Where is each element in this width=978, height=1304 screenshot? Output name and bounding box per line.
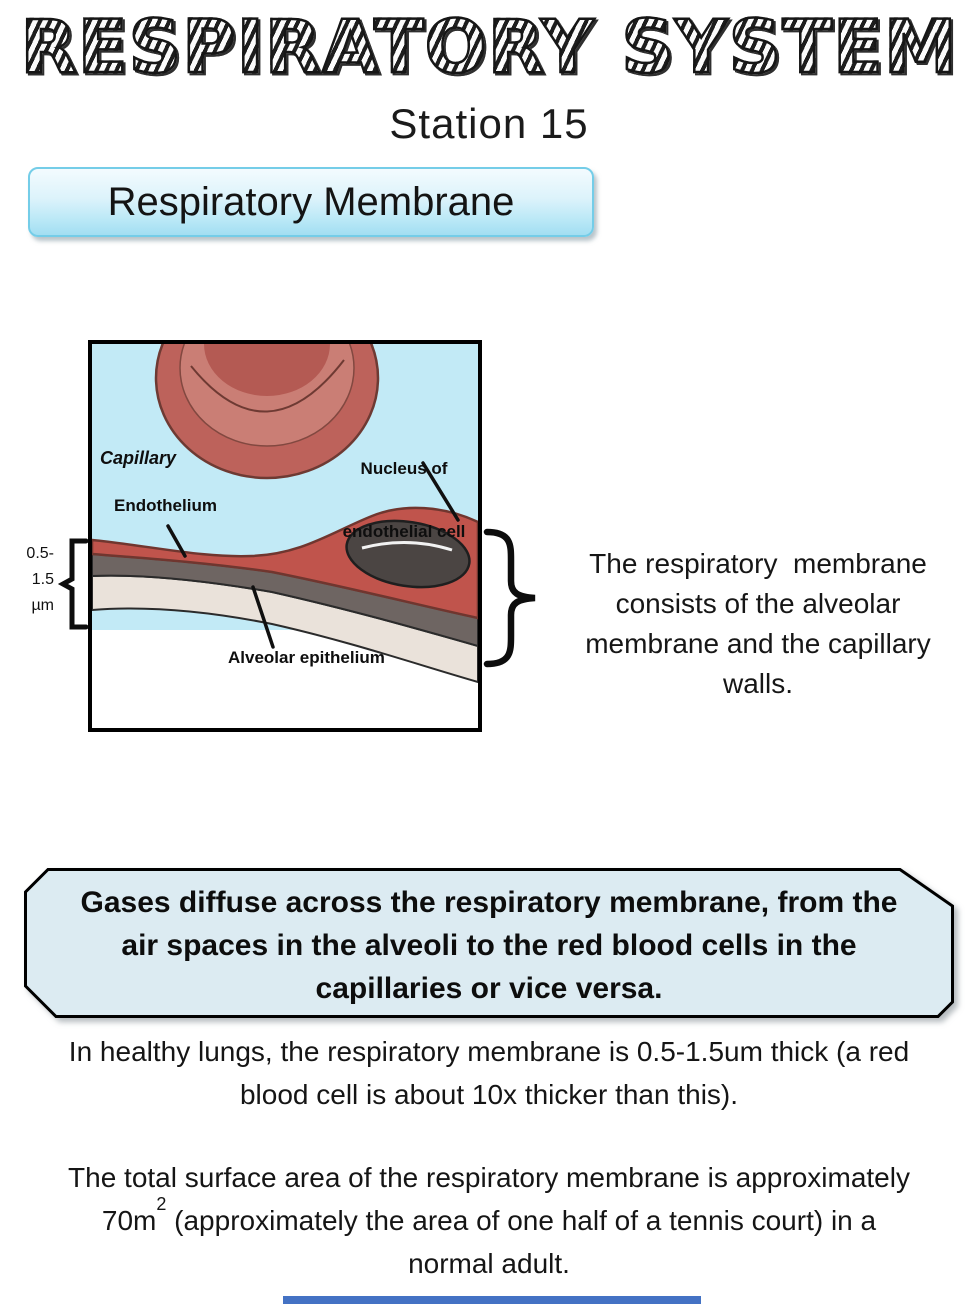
area-exponent: 2 bbox=[156, 1193, 167, 1214]
label-nucleus: Nucleus of endothelial cell bbox=[329, 416, 479, 584]
thickness-measurement: 0.5- 1.5 µm bbox=[14, 541, 54, 619]
bottom-accent-bar bbox=[283, 1296, 701, 1304]
caption-line1: The respiratory membrane bbox=[589, 548, 927, 579]
callout-line2: air spaces in the alveoli to the red blo… bbox=[121, 929, 857, 962]
diagram-illustration bbox=[92, 344, 478, 684]
label-capillary: Capillary bbox=[100, 448, 177, 468]
red-blood-cell-drawing bbox=[154, 344, 380, 480]
area-value: 70m bbox=[101, 1205, 157, 1236]
membrane-layers-drawing bbox=[92, 506, 478, 684]
section-heading-box: Respiratory Membrane bbox=[28, 167, 594, 237]
callout-shape bbox=[24, 868, 954, 1018]
paragraph-thickness-line1: In healthy lungs, the respiratory membra… bbox=[68, 1036, 910, 1067]
paragraph-area-line1: The total surface area of the respirator… bbox=[68, 1162, 910, 1193]
label-nucleus-line2: endothelial cell bbox=[342, 522, 466, 541]
label-alveolar-epithelium: Alveolar epithelium bbox=[228, 648, 385, 667]
caption-line2: consists of the alveolar bbox=[615, 588, 901, 619]
left-brace-icon bbox=[57, 538, 89, 630]
respiratory-membrane-diagram: Capillary Nucleus of endothelial cell En… bbox=[88, 340, 482, 732]
callout-text: Gases diffuse across the respiratory mem… bbox=[24, 868, 954, 1018]
callout-line1: Gases diffuse across the respiratory mem… bbox=[80, 886, 898, 919]
area-comparison: (approximately the area of one half of a… bbox=[166, 1205, 877, 1236]
right-brace-icon bbox=[483, 528, 536, 668]
thickness-line1: 0.5- bbox=[26, 545, 54, 562]
thickness-line2: 1.5 bbox=[31, 571, 54, 588]
endothelial-nucleus-shape bbox=[345, 519, 471, 589]
label-endothelium: Endothelium bbox=[114, 496, 217, 515]
callout-line3: capillaries or vice versa. bbox=[315, 972, 663, 1005]
section-heading-label: Respiratory Membrane bbox=[107, 179, 515, 224]
caption-line3: membrane and the capillary bbox=[585, 628, 931, 659]
paragraph-thickness-line2: blood cell is about 10x thicker than thi… bbox=[239, 1079, 739, 1110]
thickness-line3: µm bbox=[31, 597, 54, 614]
paragraph-surface-area: The total surface area of the respirator… bbox=[0, 1156, 978, 1285]
page-title: RESPIRATORY SYSTEM bbox=[0, 0, 978, 100]
paragraph-area-line3: normal adult. bbox=[408, 1248, 570, 1279]
label-leader-lines bbox=[166, 461, 460, 649]
label-nucleus-line1: Nucleus of bbox=[360, 459, 448, 478]
caption-line4: walls. bbox=[722, 668, 793, 699]
gases-callout-box: Gases diffuse across the respiratory mem… bbox=[24, 868, 954, 1018]
paragraph-area-line2: 70m2 (approximately the area of one half… bbox=[0, 1195, 978, 1242]
station-subtitle: Station 15 bbox=[389, 100, 589, 147]
membrane-caption: The respiratory membrane consists of the… bbox=[552, 544, 964, 704]
paragraph-thickness: In healthy lungs, the respiratory membra… bbox=[0, 1030, 978, 1116]
